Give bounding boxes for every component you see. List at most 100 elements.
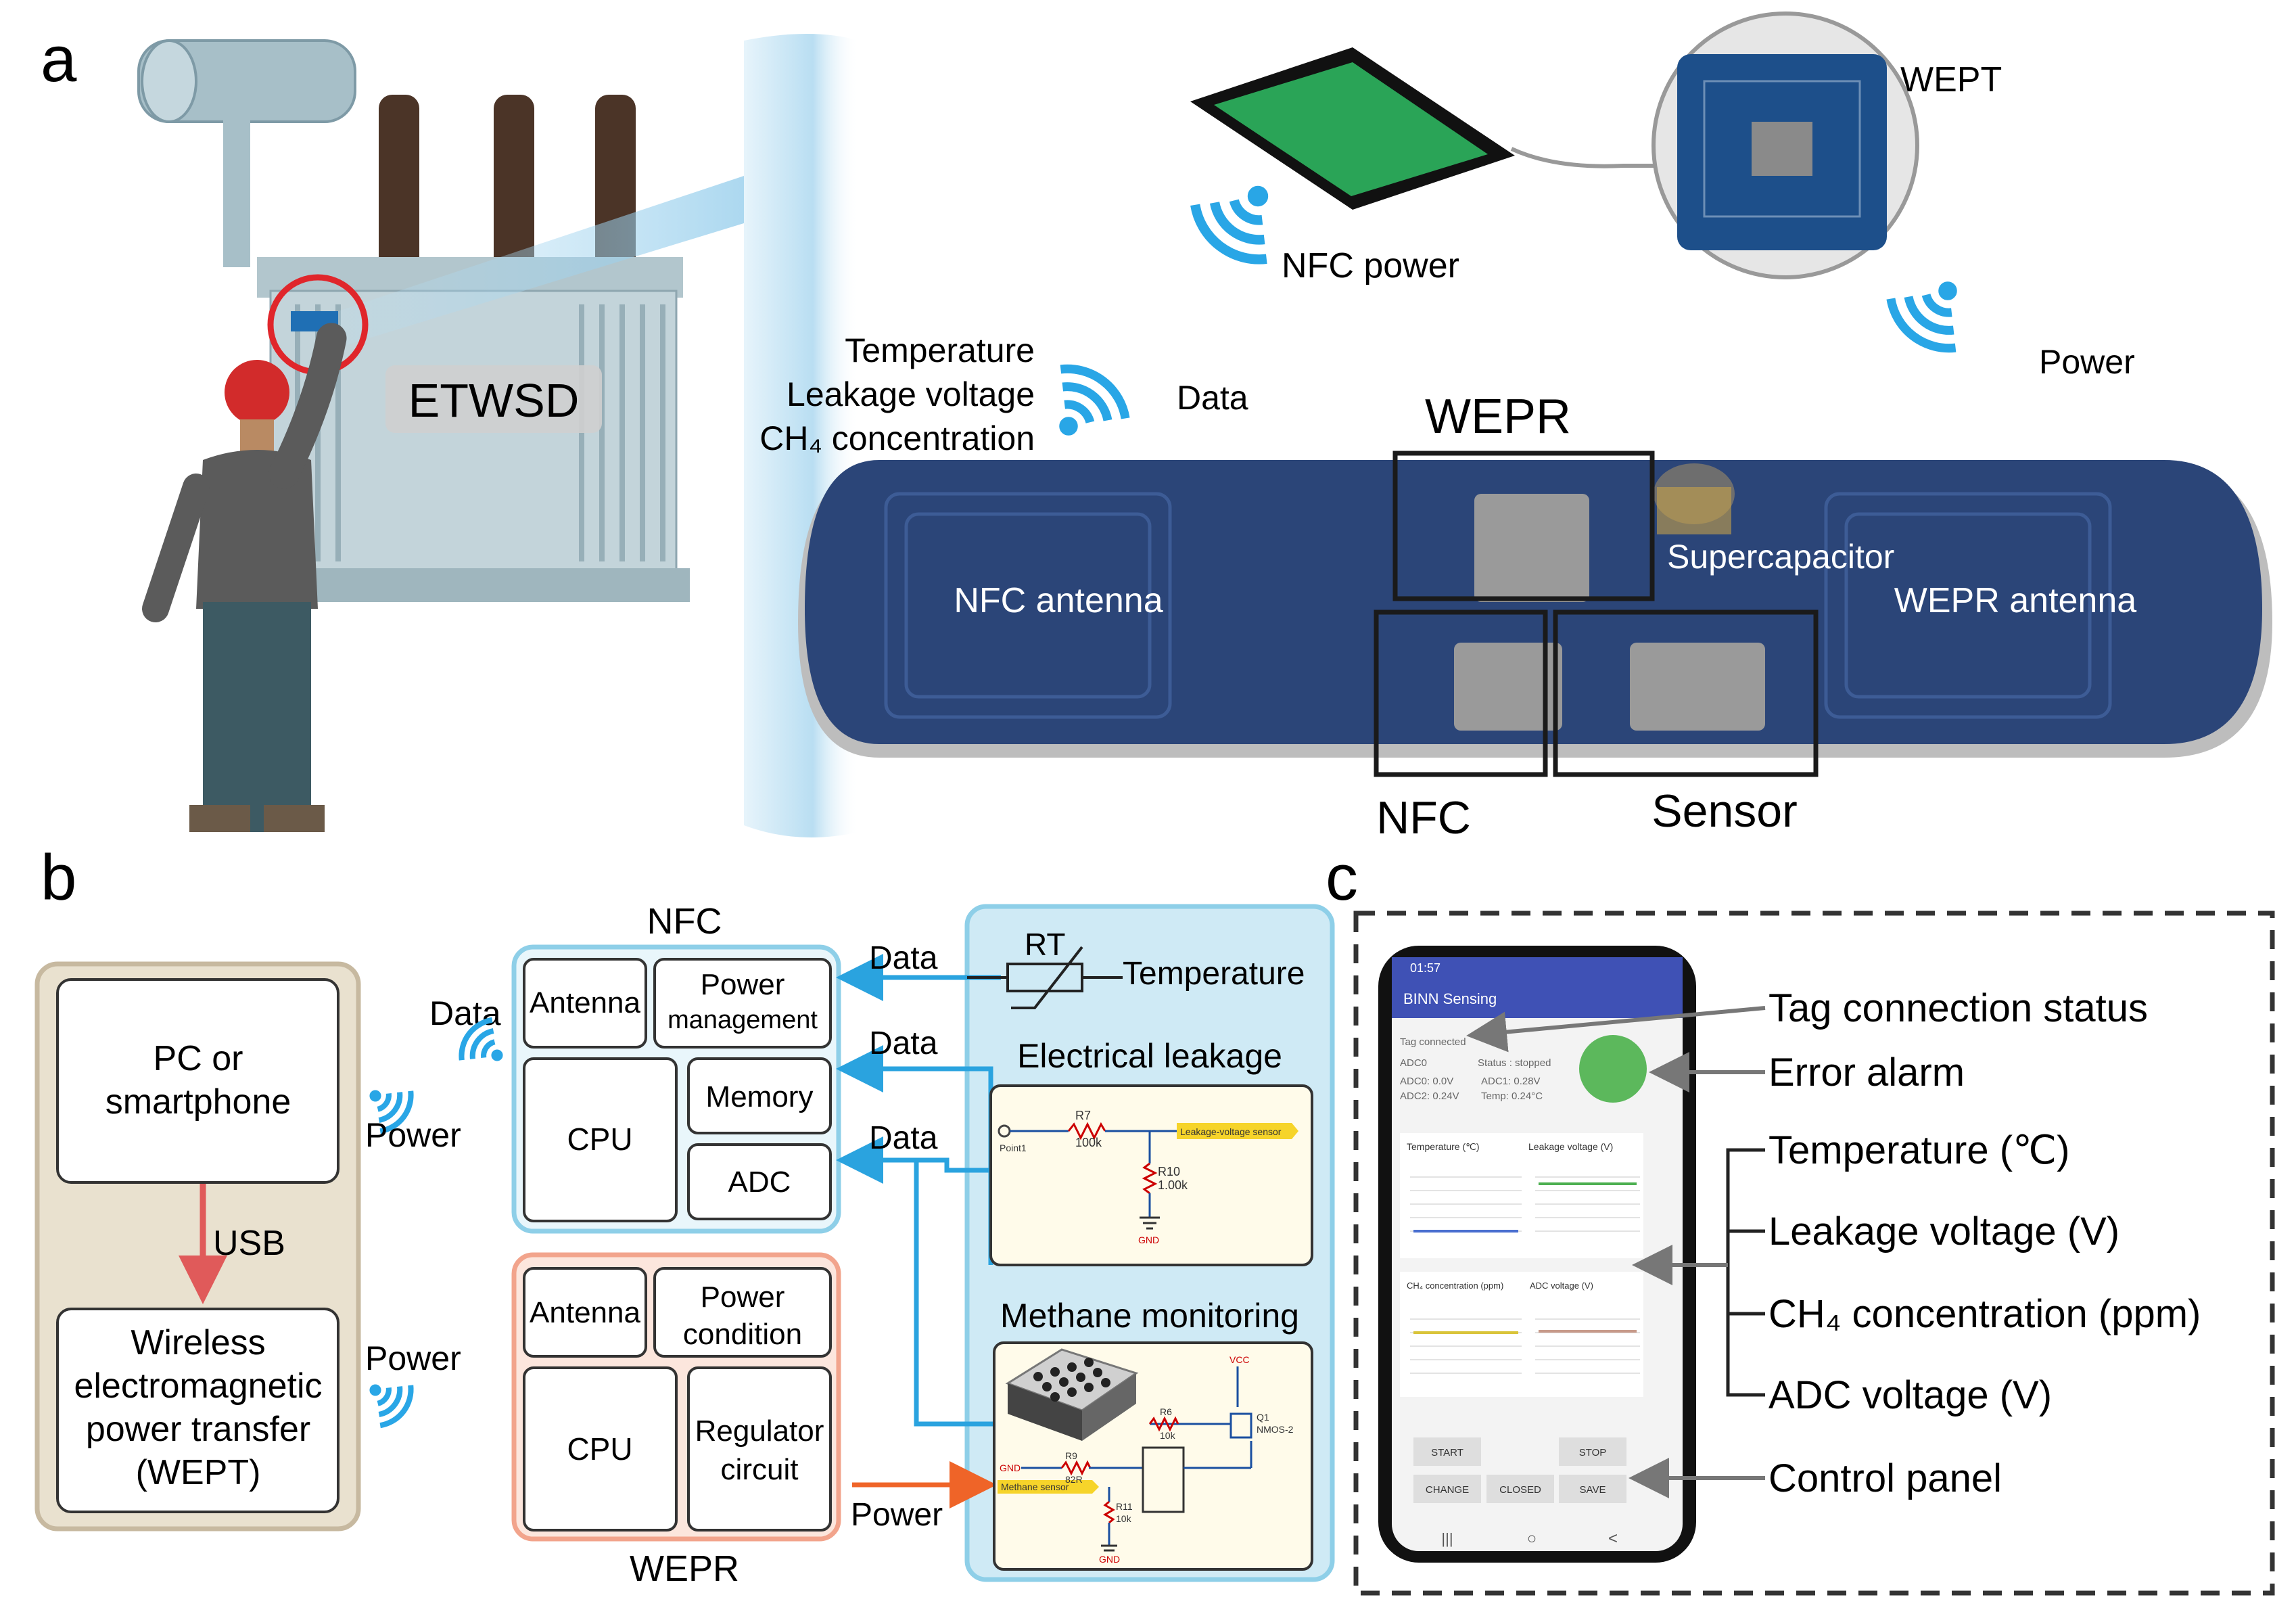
wepr-cpu-box	[523, 1366, 678, 1532]
etwsd-label: ETWSD	[408, 374, 580, 427]
panel-c: c 01:57 BINN Sensing Tag connected ADC0 …	[1326, 842, 2275, 1596]
nav-back-icon[interactable]: <	[1608, 1529, 1618, 1548]
methane-r9: R9	[1065, 1450, 1077, 1461]
power-wifi-icon-2	[370, 1385, 411, 1425]
methane-schematic	[993, 1341, 1313, 1571]
power-wifi-icon	[1891, 282, 1957, 348]
supercapacitor-label: Supercapacitor	[1667, 538, 1894, 576]
nfc-region-box	[1374, 609, 1548, 777]
nfc-adc-text: ADC	[728, 1166, 791, 1199]
board-sensor-label: Sensor	[1651, 785, 1797, 837]
wept-box	[56, 1308, 339, 1513]
wept-line-3: power transfer	[86, 1410, 310, 1449]
rt-label: RT	[1025, 927, 1066, 962]
methane-r6-val: 10k	[1160, 1430, 1176, 1441]
chart-card-bottom	[1400, 1272, 1643, 1397]
chart-ch4-grid	[1410, 1318, 1522, 1374]
data-label-a: Data	[1177, 379, 1248, 417]
nav-home-icon[interactable]: ○	[1527, 1529, 1537, 1548]
closed-button-label: CLOSED	[1499, 1484, 1541, 1496]
methane-sensor-tag: Methane sensor	[1001, 1481, 1069, 1492]
data-arrow-3	[836, 1136, 994, 1184]
pc-smartphone-box	[56, 978, 339, 1184]
data-wifi-icon	[1060, 369, 1125, 435]
data-label-3: Data	[869, 1120, 938, 1156]
error-alarm-indicator	[1579, 1035, 1647, 1103]
nfc-adc-box	[687, 1143, 832, 1220]
wepr-antenna-label: WEPR antenna	[1894, 581, 2136, 620]
board-nfc-label: NFC	[1376, 792, 1471, 844]
panel-b-letter: b	[41, 842, 76, 914]
smartphone-illustration	[1190, 47, 1670, 210]
temperature-sensor-label: Temperature	[1123, 956, 1305, 992]
stop-button-label: STOP	[1579, 1447, 1607, 1458]
power-label-b2: Power	[365, 1339, 461, 1377]
leak-r10: R10	[1158, 1165, 1180, 1178]
tag-status-text: Tag connected	[1400, 1036, 1466, 1048]
data-arrow-methane	[914, 1160, 998, 1427]
app-title: BINN Sensing	[1403, 990, 1497, 1007]
thermistor-symbol	[967, 946, 1123, 1009]
circuit-board	[798, 451, 2272, 777]
power-label-a: Power	[2039, 343, 2135, 381]
leak-r10-val: 1.00k	[1158, 1178, 1188, 1192]
methane-title: Methane monitoring	[1000, 1297, 1299, 1335]
power-label-b1: Power	[365, 1116, 461, 1154]
adc1-value: ADC1: 0.28V	[1481, 1076, 1541, 1087]
wepr-power-cond-box	[653, 1267, 832, 1358]
start-button[interactable]: START	[1413, 1437, 1481, 1466]
nfc-cpu-box	[523, 1057, 678, 1222]
leak-r7-val: 100k	[1075, 1136, 1102, 1149]
change-button[interactable]: CHANGE	[1413, 1475, 1481, 1503]
nfc-power-mgmt-text-1: Power	[701, 968, 785, 1001]
methane-gnd-left: GND	[1000, 1463, 1021, 1473]
stop-button[interactable]: STOP	[1559, 1437, 1626, 1466]
measurement-list: Temperature Leakage voltage CH₄ concentr…	[759, 331, 1035, 457]
status-time: 01:57	[1410, 961, 1440, 975]
adc2-value: ADC2: 0.24V	[1400, 1090, 1459, 1102]
wept-label: WEPT	[1900, 60, 2002, 99]
methane-r11-val: 10k	[1116, 1513, 1132, 1524]
measurement-temperature: Temperature	[845, 331, 1035, 369]
leak-point: Point1	[1000, 1143, 1027, 1153]
annotation-list: Tag connection status Error alarm Temper…	[1768, 986, 2201, 1500]
wepr-antenna-text: Antenna	[530, 1296, 640, 1329]
nav-recent-icon[interactable]: |||	[1441, 1530, 1453, 1547]
annotation-ch4: CH₄ concentration (ppm)	[1768, 1292, 2201, 1336]
measurement-ch4: CH₄ concentration	[759, 419, 1035, 457]
save-button-label: SAVE	[1580, 1484, 1606, 1496]
methane-r11: R11	[1116, 1501, 1133, 1512]
wepr-antenna-box	[523, 1267, 647, 1358]
save-button[interactable]: SAVE	[1559, 1475, 1626, 1503]
nfc-power-label: NFC power	[1282, 246, 1459, 285]
chart-leak-grid	[1535, 1176, 1640, 1232]
usb-label: USB	[213, 1224, 285, 1263]
annotation-error-alarm: Error alarm	[1768, 1051, 1965, 1095]
annotation-leakage: Leakage voltage (V)	[1768, 1210, 2119, 1253]
chart-annotation-bracket	[1726, 1148, 1765, 1397]
nfc-power-wifi-icon	[1195, 187, 1267, 260]
wepr-title: WEPR	[630, 1548, 739, 1589]
nfc-antenna-box	[523, 958, 647, 1049]
worker-figure	[142, 323, 347, 832]
pc-label-1: PC or	[154, 1039, 243, 1078]
adc0-value: ADC0: 0.0V	[1400, 1076, 1453, 1087]
data-label-1: Data	[869, 940, 938, 976]
wepr-power-cond-text-1: Power	[701, 1281, 785, 1314]
annotation-tag-status: Tag connection status	[1768, 986, 2148, 1030]
app-bar	[1392, 977, 1683, 1018]
wept-line-1: Wireless	[131, 1323, 265, 1362]
sensor-region-box	[1553, 609, 1819, 777]
panel-a-letter: a	[41, 23, 77, 95]
board-wepr-label: WEPR	[1425, 390, 1571, 444]
chart-card-top	[1400, 1133, 1643, 1258]
data-label-b: Data	[429, 994, 501, 1032]
panel-a: a ETWSD	[41, 11, 2272, 844]
measurement-leakage: Leakage voltage	[787, 375, 1035, 413]
wepr-power-cond-text-2: condition	[683, 1318, 802, 1351]
panel-c-dashed-border	[1353, 911, 2275, 1596]
annotation-control-panel: Control panel	[1768, 1456, 2002, 1500]
closed-button[interactable]: CLOSED	[1486, 1475, 1554, 1503]
methane-q1: Q1	[1257, 1412, 1269, 1423]
tag-annotation-arrow	[1466, 1006, 1766, 1053]
